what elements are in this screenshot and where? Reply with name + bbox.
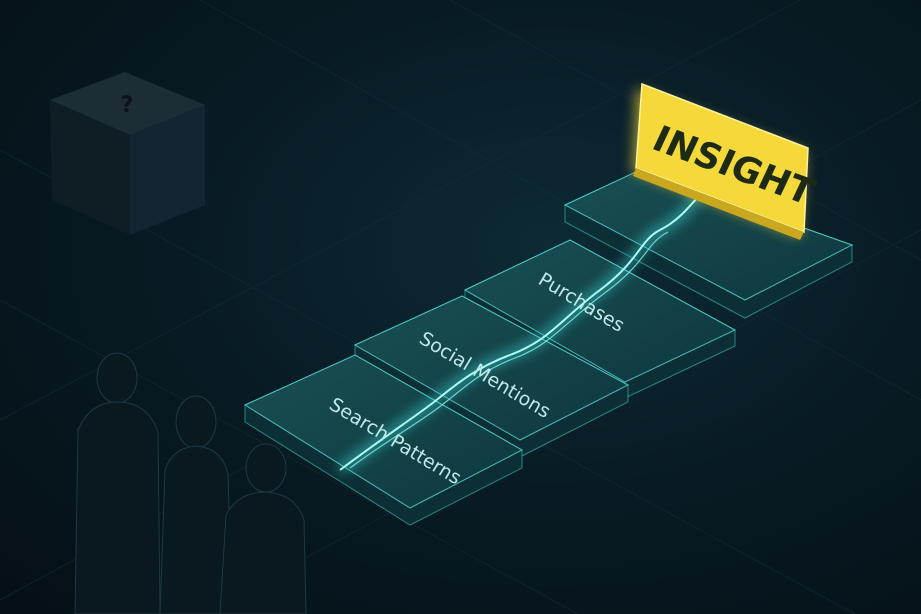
question-mark-icon: ?	[121, 93, 134, 118]
person-right	[219, 443, 307, 614]
person-middle	[159, 395, 233, 614]
person-left	[74, 352, 161, 614]
mystery-cube: ?	[50, 72, 205, 235]
people-silhouettes	[74, 352, 307, 614]
data-stream	[337, 191, 704, 475]
insight-sign: INSIGHT	[632, 82, 821, 240]
